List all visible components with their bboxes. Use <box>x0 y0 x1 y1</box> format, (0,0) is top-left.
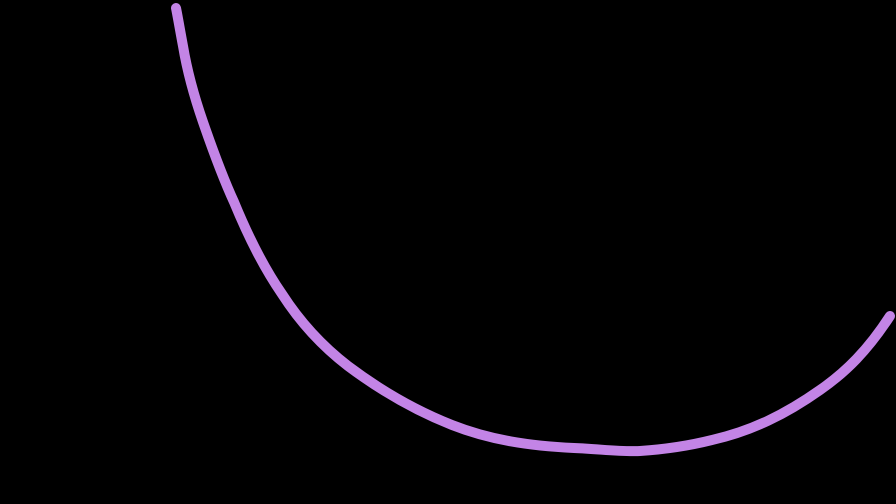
freehand-stroke <box>171 3 895 457</box>
